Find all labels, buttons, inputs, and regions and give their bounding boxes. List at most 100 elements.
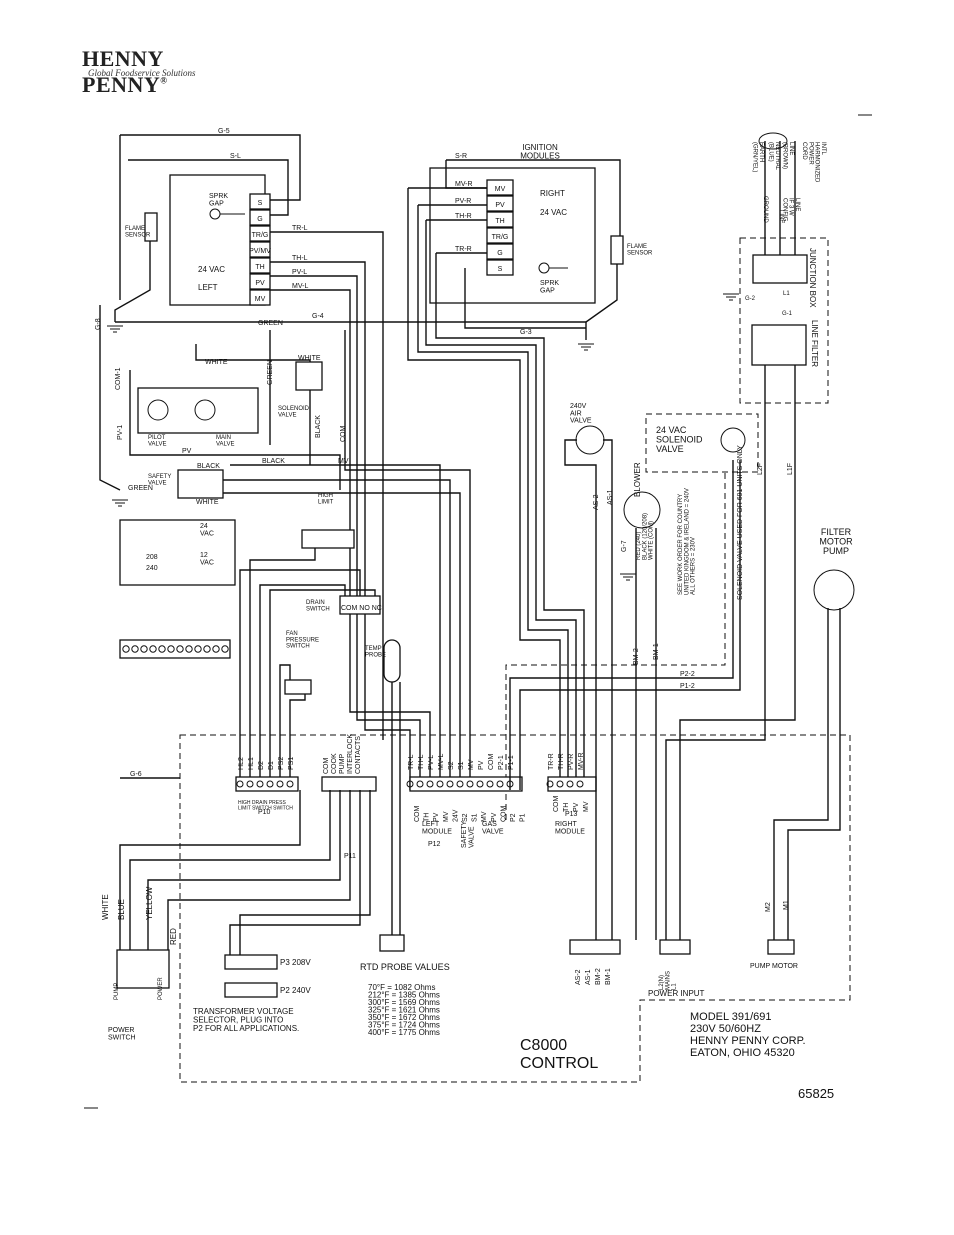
label-mvr: MV-R	[455, 181, 473, 188]
label-left: LEFT	[198, 283, 218, 292]
label-solenoid-note: SOLENOID VALVE USED FOR 691 UNITS ONLY	[737, 445, 744, 600]
label-p2: P2 240V	[280, 986, 311, 995]
label-l2f: L2F	[757, 463, 764, 475]
wire-hl1	[249, 548, 316, 777]
wire-m2	[773, 608, 829, 940]
label-m2: M2	[765, 902, 772, 912]
label-p10: P10	[258, 809, 271, 816]
connector-pin-name: MV	[583, 801, 590, 812]
module-terminal	[249, 193, 271, 210]
ground-symbols	[107, 293, 739, 581]
connector-pin-label: TR-R	[548, 753, 555, 770]
connector-pin	[456, 780, 464, 788]
label-power-input: POWER INPUT	[648, 989, 705, 998]
connector-pin	[246, 780, 254, 788]
module-terminal-label: S	[498, 266, 503, 273]
filter-motor	[813, 569, 855, 611]
connector-ps	[569, 939, 621, 955]
label-sl: S-L	[230, 153, 241, 160]
wire-sl	[128, 159, 289, 216]
fan-pressure-switch	[284, 679, 312, 695]
solenoid-valve	[295, 361, 323, 391]
label-mains: L2(N)MAINSL1	[659, 971, 678, 990]
wire-sr	[446, 159, 621, 236]
junction-box	[739, 237, 829, 404]
label-p12c: P12	[428, 841, 441, 848]
connector-pin-name: AS-2	[575, 969, 582, 985]
connector-pin-name: BM-2	[595, 968, 602, 985]
wire-as2	[564, 439, 597, 940]
connector-p3	[224, 954, 278, 970]
label-pv: PV	[182, 448, 192, 455]
label-black3: BLACK	[262, 458, 285, 465]
connector-pin-label: P1-1	[508, 755, 515, 770]
connector-pin-label: P2-1	[498, 755, 505, 770]
wire-flame-r	[585, 264, 618, 323]
module-terminal-label: TR/G	[492, 234, 509, 241]
label-pvl: PV-L	[292, 269, 307, 276]
label-com: COM	[340, 426, 347, 443]
connector-p2	[224, 982, 278, 998]
power-cord-end	[758, 132, 788, 150]
label-pv1: PV-1	[117, 425, 124, 440]
connector-pin-label: PV-R	[568, 754, 575, 770]
strip-terminal	[212, 645, 220, 653]
connector-pin-name: P1	[520, 813, 527, 822]
strip-terminal	[122, 645, 130, 653]
label-trr: TR-R	[455, 246, 472, 253]
label-g5: G-5	[218, 128, 230, 135]
module-terminal-label: PV	[495, 202, 505, 209]
label-line-brown: LINE(BROWN)	[782, 142, 794, 169]
logo-brand: HENNY PENNY®	[82, 46, 168, 97]
label-white3: WHITE	[196, 499, 219, 506]
connector-pin	[406, 780, 414, 788]
label-black2: BLACK	[197, 463, 220, 470]
strip-terminal	[149, 645, 157, 653]
connector-pin-name: TH	[424, 813, 431, 822]
gas-valve-body	[137, 387, 259, 434]
wire-g8	[99, 305, 121, 491]
connector-pin-label: TH-R	[558, 753, 565, 770]
label-p13: P13	[565, 811, 578, 818]
label-g8: G-8	[95, 318, 102, 330]
connector-pin-name: 24V	[452, 809, 459, 822]
connector-probe	[379, 934, 405, 952]
module-terminal	[486, 179, 514, 196]
label-p3: P3 208V	[280, 958, 311, 967]
connector-pin-name: PV	[491, 812, 498, 822]
wire-p22	[509, 460, 734, 790]
connector-pin-label: S2	[448, 761, 455, 770]
label-trl: TR-L	[292, 225, 308, 232]
wire-mvr-run	[407, 188, 561, 780]
label-line: LINE	[778, 210, 784, 223]
connector-pin-label: COM	[488, 754, 495, 771]
connector-pin-label: PS2	[278, 757, 285, 770]
module-terminal	[486, 243, 514, 260]
connector-pin-name: MV	[481, 811, 488, 822]
wire-sw-white	[119, 790, 301, 950]
label-p12: P1-2	[680, 683, 695, 690]
connector-p12	[409, 776, 523, 792]
wire-hl2	[239, 569, 361, 777]
wire-l2f	[665, 365, 766, 940]
label-neutral: NEUTRAL(BLUE)	[768, 142, 780, 171]
connector-p11	[321, 776, 377, 792]
connector-pin-label: MV-R	[578, 753, 585, 771]
module-terminal-label: TR/G	[252, 232, 269, 239]
label-blower-wires: RED (240)BLACK (120/208)WHITE (COM)	[636, 513, 655, 560]
strip-terminal	[140, 645, 148, 653]
temp-probe	[383, 639, 401, 683]
strip-terminal	[194, 645, 202, 653]
wire-pv	[129, 370, 341, 490]
logo-tagline: Global Foodservice Solutions	[88, 68, 196, 78]
label-vac24-right: 24 VAC	[540, 208, 567, 217]
connector-pin	[566, 780, 574, 788]
module-terminal-label: TH	[255, 264, 264, 271]
